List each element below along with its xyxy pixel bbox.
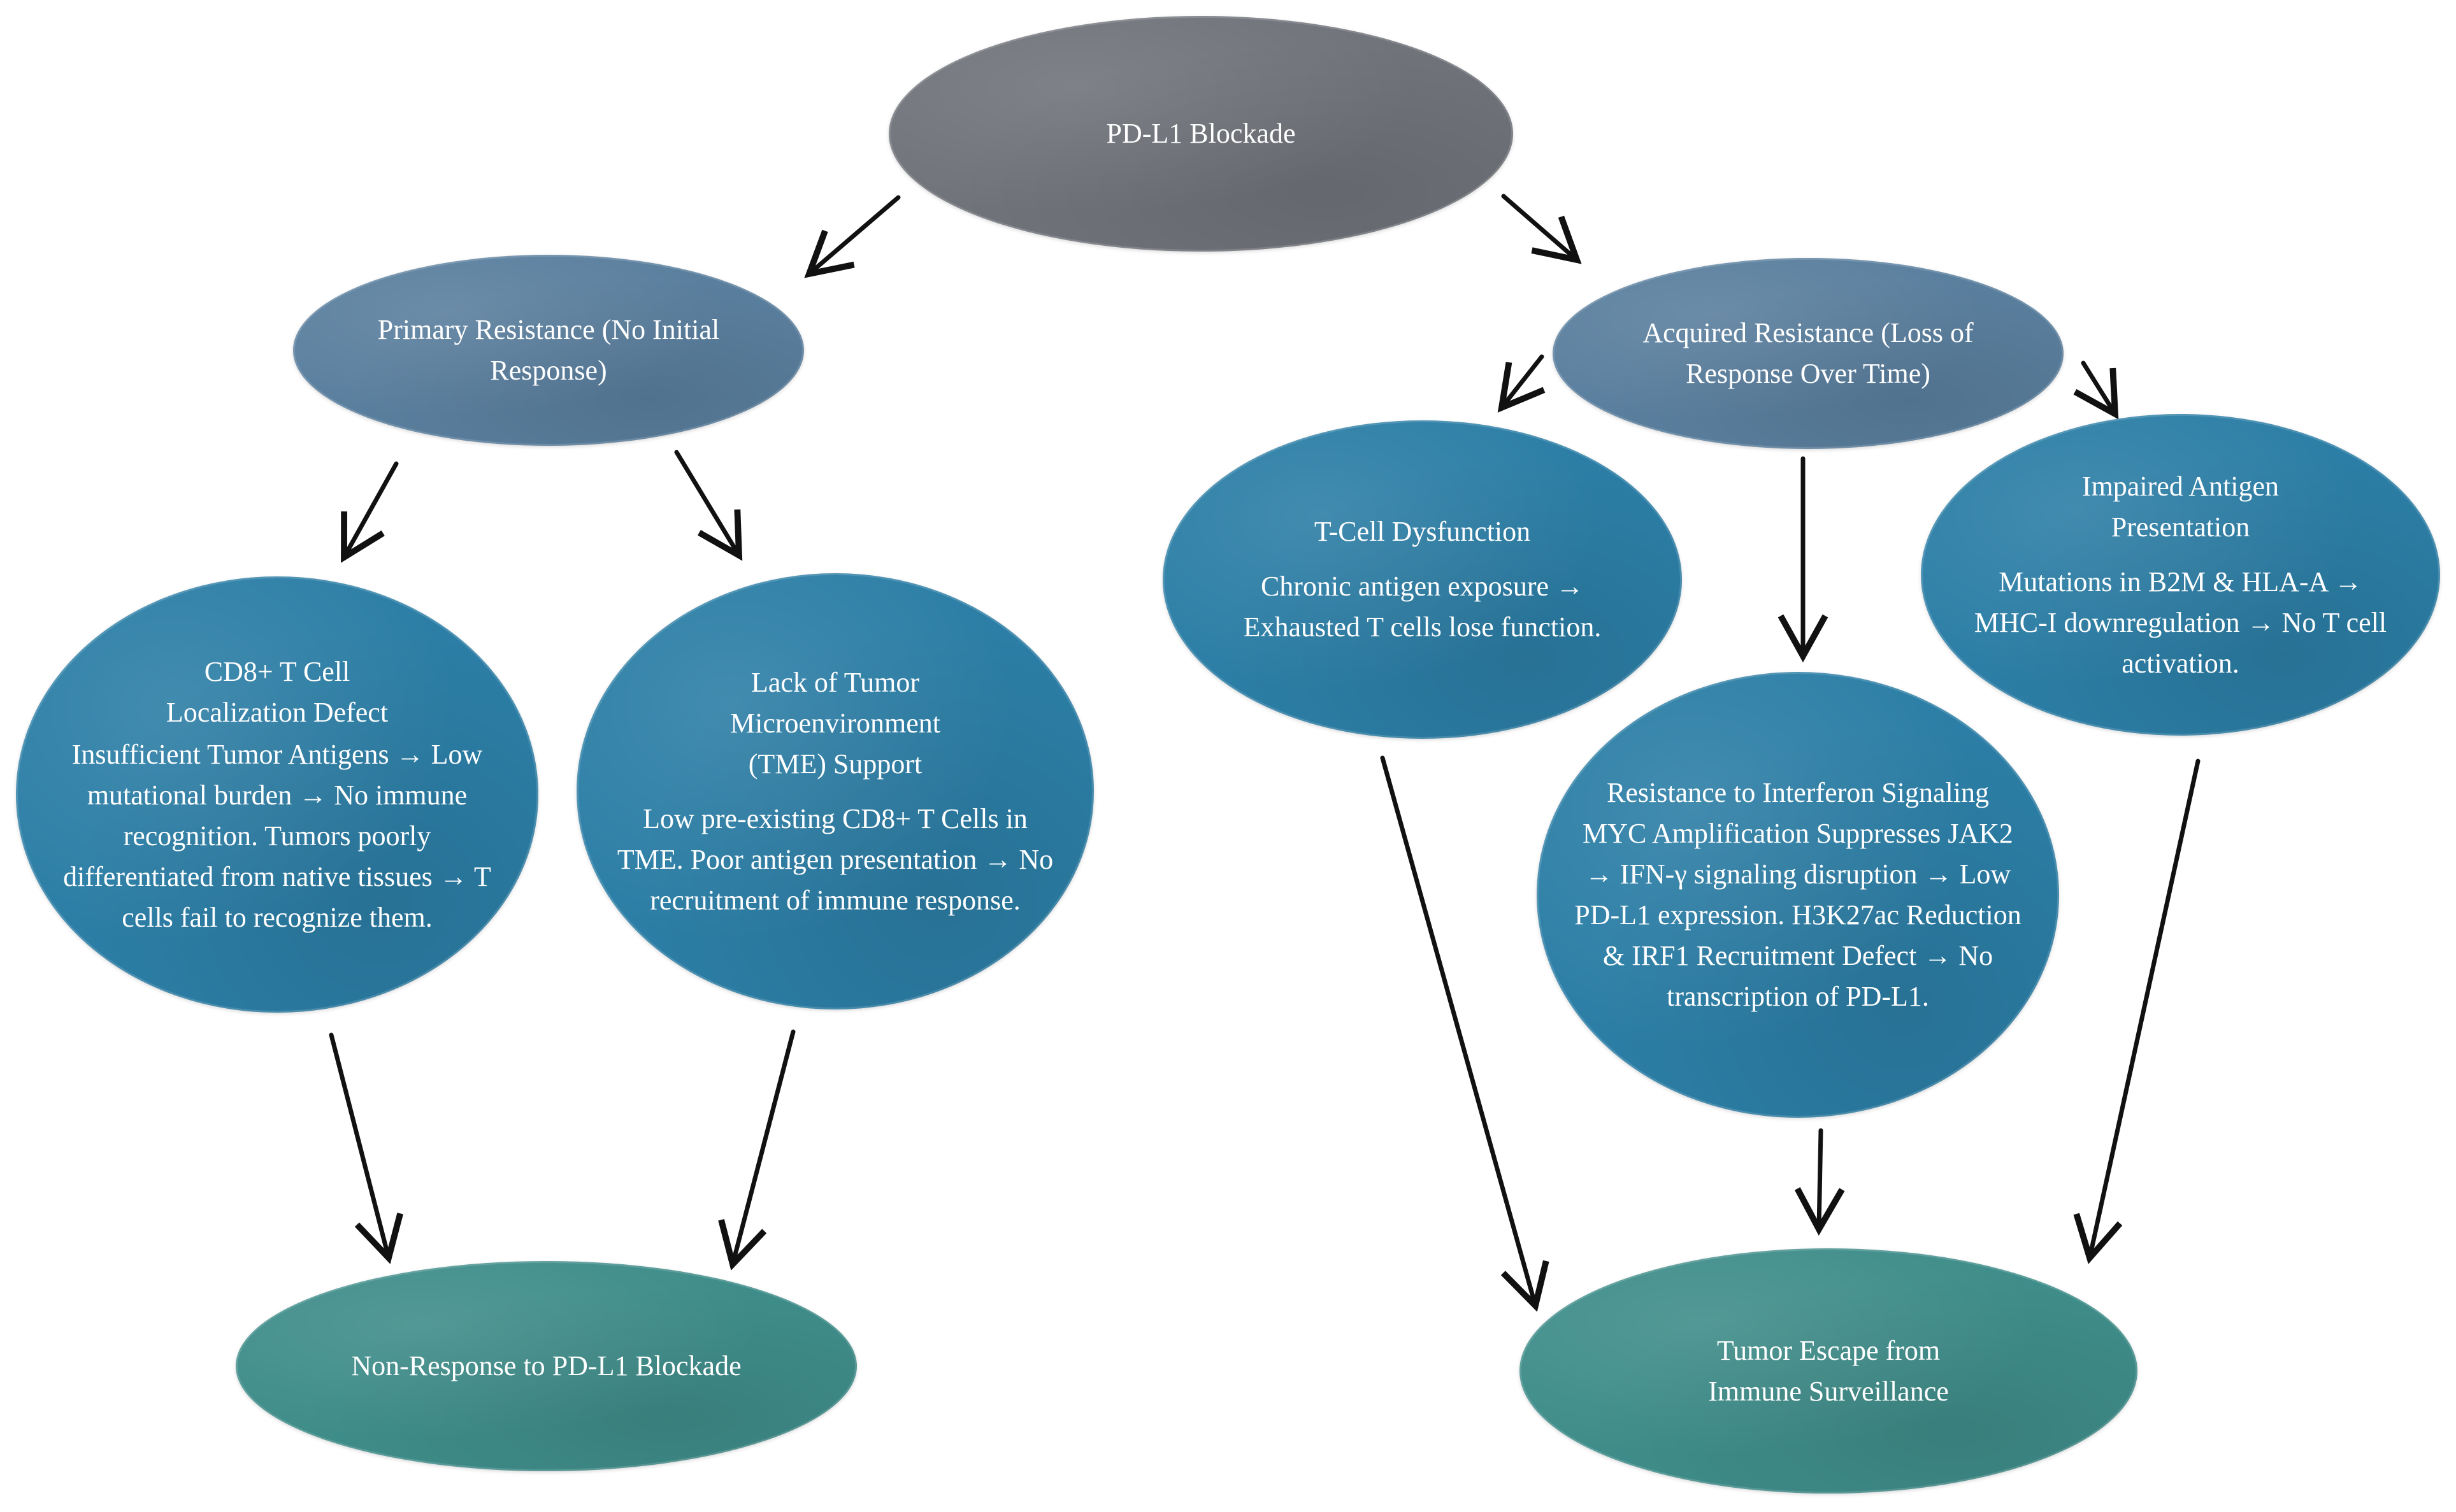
node-antigen-presentation-title: Impaired Antigen Presentation [2081,470,2280,543]
arrow-root-to-primary [804,195,901,278]
node-interferon-resistance: Resistance to Interferon Signaling MYC A… [1537,672,2059,1118]
node-cd8-localization-defect-title: CD8+ T Cell Localization Defect [166,655,389,728]
node-pdl1-blockade-title: PD-L1 Blockade [1106,118,1296,149]
node-tumor-escape-title: Tumor Escape from Immune Surveillance [1708,1334,1949,1407]
arrow-cd8-to-nonresponse [329,1032,403,1264]
node-cd8-localization-defect-body: Insufficient Tumor Antigens → Low mutati… [63,738,491,933]
arrow-antigen-to-escape [2073,759,2201,1264]
node-non-response-title: Non-Response to PD-L1 Blockade [351,1350,742,1381]
arrow-interferon-to-escape [1794,1128,1845,1236]
node-tcell-dysfunction-body: Chronic antigen exposure → Exhausted T c… [1243,571,1602,643]
arrow-tcell-to-escape [1380,755,1549,1312]
node-antigen-presentation: Impaired Antigen Presentation Mutations … [1921,414,2440,736]
node-tcell-dysfunction: T-Cell Dysfunction Chronic antigen expos… [1163,420,1682,739]
node-non-response: Non-Response to PD-L1 Blockade [236,1261,857,1471]
arrow-tme-to-nonresponse [718,1029,796,1271]
arrow-acquired-to-tcell [1497,354,1546,413]
node-primary-resistance: Primary Resistance (No Initial Response) [293,255,804,446]
node-acquired-resistance-title: Acquired Resistance (Loss of Response Ov… [1642,317,1974,389]
node-primary-resistance-title: Primary Resistance (No Initial Response) [377,314,720,386]
node-pdl1-blockade: PD-L1 Blockade [889,16,1513,252]
node-tumor-escape: Tumor Escape from Immune Surveillance [1519,1248,2137,1494]
node-antigen-presentation-body: Mutations in B2M & HLA-A → MHC-I downreg… [1974,566,2387,679]
node-tcell-dysfunction-title: T-Cell Dysfunction [1314,516,1531,547]
node-tme-support-title: Lack of Tumor Microenvironment (TME) Sup… [730,666,940,780]
node-acquired-resistance: Acquired Resistance (Loss of Response Ov… [1553,258,2064,449]
node-interferon-resistance-body: MYC Amplification Suppresses JAK2 → IFN-… [1574,818,2022,1012]
arrow-acquired-to-antigen [2073,360,2119,420]
arrow-primary-to-tme [674,450,743,561]
node-interferon-resistance-title: Resistance to Interferon Signaling [1607,777,1989,808]
node-tme-support: Lack of Tumor Microenvironment (TME) Sup… [577,573,1094,1009]
arrow-primary-to-cd8 [341,461,399,563]
node-tme-support-body: Low pre-existing CD8+ T Cells in TME. Po… [617,802,1054,916]
node-cd8-localization-defect: CD8+ T Cell Localization Defect Insuffic… [16,576,538,1013]
arrow-root-to-acquired [1501,194,1582,264]
